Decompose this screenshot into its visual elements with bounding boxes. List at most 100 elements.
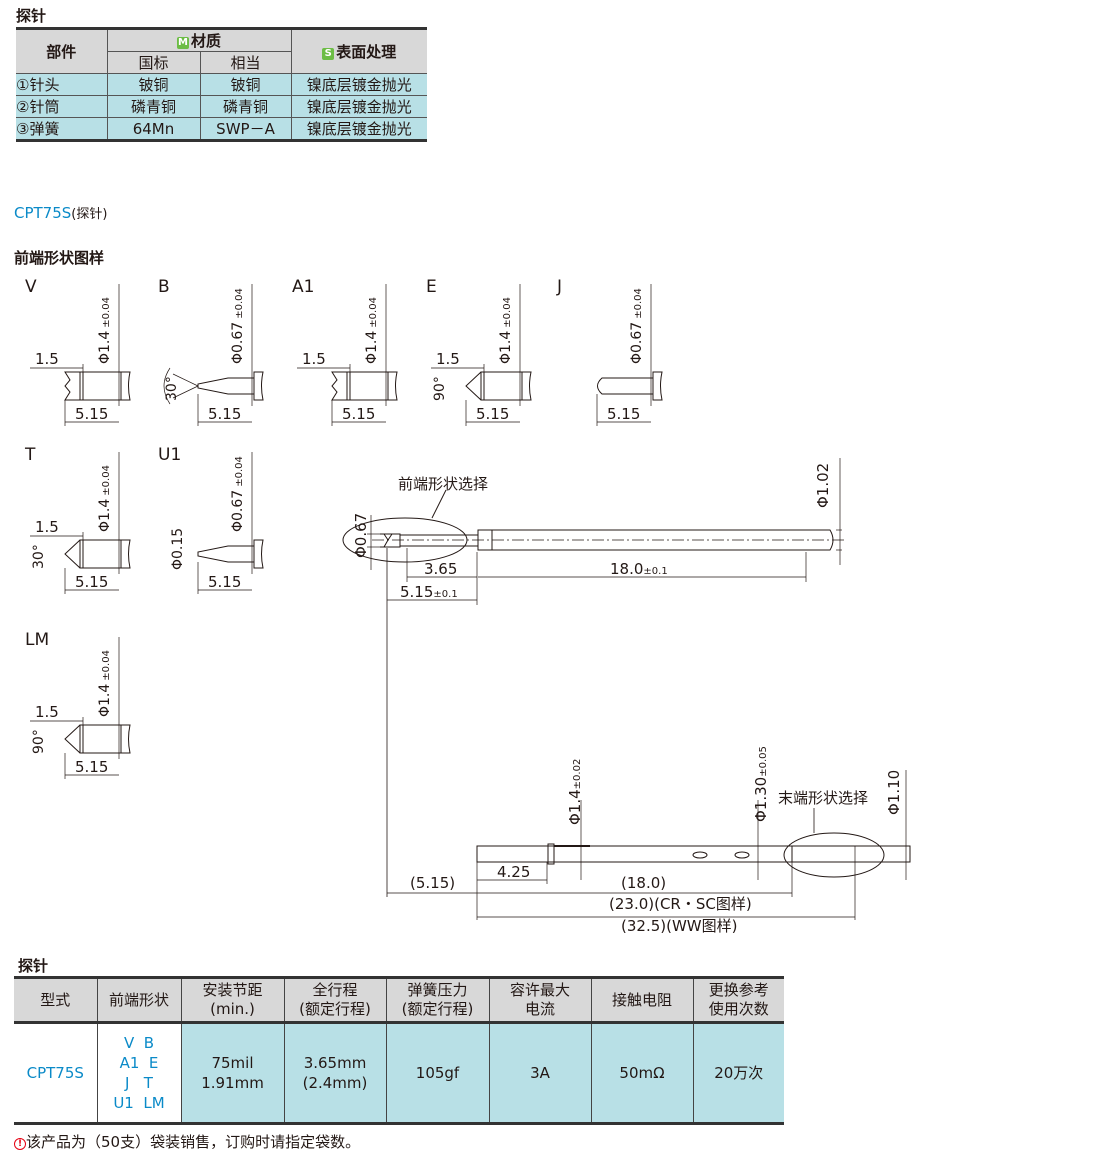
note-text: 该产品为（50支）袋装销售，订购时请指定袋数。 [26, 1133, 361, 1151]
table-row: ②针筒 磷青铜 磷青铜 镍底层镀金抛光 [16, 95, 428, 118]
tip-diameter: Φ0.67±0.04 [230, 288, 246, 364]
dim-socket-d2: Φ1.30±0.05 [752, 746, 770, 822]
cell-model: CPT75S [14, 1022, 97, 1124]
model-suffix: (探针) [71, 207, 108, 222]
tip-depth: 1.5 [302, 350, 326, 368]
tip-v: VΦ1.4±0.045.151.5 [25, 277, 131, 426]
tip-length: 5.15 [476, 405, 509, 423]
end-select-ellipse [783, 832, 885, 878]
tip-length: 5.15 [342, 405, 375, 423]
model-code: CPT75S [14, 204, 72, 222]
tip-label: LM [25, 630, 49, 650]
dim-425: 4.25 [497, 863, 530, 881]
header-national: 国标 [107, 51, 201, 74]
dim-s515: (5.15) [410, 874, 455, 892]
hole [692, 851, 708, 859]
tip-label: J [556, 277, 562, 297]
tip-diameter: Φ1.4±0.04 [498, 297, 514, 364]
head-stub [120, 539, 131, 569]
tip-body [346, 371, 389, 401]
model-heading: CPT75S(探针) [14, 203, 107, 222]
tip-length: 5.15 [208, 405, 241, 423]
dim-socket-d1: Φ1.4±0.02 [566, 759, 584, 825]
tip-length: 5.15 [75, 405, 108, 423]
spec-header: 全行程(额定行程) [283, 977, 386, 1024]
header-part: 部件 [16, 28, 108, 74]
cell-life: 20万次 [692, 1022, 784, 1124]
cell-stroke: 3.65mm(2.4mm) [283, 1022, 386, 1124]
tip-t: TΦ1.4±0.045.151.530° [24, 445, 131, 594]
head-stub [253, 539, 264, 569]
tip-notch [331, 371, 347, 401]
table-row: ③弹簧 64Mn SWP－A 镍底层镀金抛光 [16, 117, 428, 141]
tip-angle: 90° [31, 729, 47, 754]
cell-current: 3A [488, 1022, 591, 1124]
dim-s325: (32.5)(WW图样) [621, 917, 737, 935]
tip-head [380, 533, 401, 548]
tip-diameter: Φ1.4±0.04 [97, 297, 113, 364]
spec-header: 安装节距(min.) [180, 977, 284, 1024]
cell-equivalent: 铍铜 [199, 73, 292, 96]
head-stub [521, 371, 532, 401]
tip-diameter: Φ1.4±0.04 [97, 650, 113, 717]
material-badge: M [177, 37, 189, 49]
tip-length: 5.15 [75, 573, 108, 591]
tip-body [79, 371, 122, 401]
section-title: 探针 [16, 7, 47, 25]
tip-diameter: Φ1.4±0.04 [97, 465, 113, 532]
tip-diameter: Φ0.67±0.04 [230, 456, 246, 532]
head-stub [120, 724, 131, 754]
socket-collar [547, 843, 555, 865]
dim-s23: (23.0)(CR・SC图样) [609, 895, 752, 913]
tip-small-diameter: Φ0.15 [170, 528, 186, 570]
cell-part: ③弹簧 [16, 117, 108, 141]
spec-header: 接触电阻 [590, 977, 693, 1024]
cell-part: ②针筒 [16, 95, 108, 118]
cell-national: 64Mn [106, 117, 201, 141]
header-material-label: 材质 [191, 32, 222, 50]
cell-surface: 镍底层镀金抛光 [290, 73, 428, 96]
cell-resistance: 50mΩ [590, 1022, 693, 1124]
tip-angle: 90° [432, 376, 448, 401]
socket-body [476, 845, 911, 863]
spec-header: 容许最大电流 [488, 977, 591, 1024]
spec-header: 前端形状 [96, 977, 181, 1024]
tip-angle: 30° [31, 544, 47, 569]
head-stub [387, 371, 398, 401]
spec-header: 更换参考使用次数 [692, 977, 784, 1024]
spec-section-title: 探针 [18, 957, 49, 975]
tip-body [79, 539, 122, 569]
tip-angle: 30° [164, 376, 180, 401]
front-select-label: 前端形状选择 [398, 475, 488, 493]
tip-cone [64, 724, 81, 754]
cell-part: ①针头 [16, 73, 108, 96]
header-surface-label: 表面处理 [336, 43, 397, 61]
spec-table: 型式前端形状安装节距(min.)全行程(额定行程)弹簧压力(额定行程)容许最大电… [14, 976, 784, 1125]
head-stub [652, 371, 663, 401]
tip-length: 5.15 [208, 573, 241, 591]
dim-18: 18.0±0.1 [610, 560, 668, 578]
tip-drawings: VΦ1.4±0.045.151.5BΦ0.67±0.045.1530°A1Φ1.… [24, 277, 663, 779]
end-select-label: 末端形状选择 [778, 789, 868, 807]
tip-diameter: Φ0.67±0.04 [629, 288, 645, 364]
spec-header: 弹簧压力(额定行程) [385, 977, 489, 1024]
tip-body [79, 724, 122, 754]
tip-label: T [24, 445, 36, 465]
head-stub [120, 371, 131, 401]
surface-badge: S [322, 48, 335, 60]
cell-national: 磷青铜 [106, 95, 201, 118]
tip-length: 5.15 [607, 405, 640, 423]
dim-socket-d3: Φ1.10 [885, 770, 903, 815]
tip-label: V [25, 277, 37, 297]
technical-drawing: VΦ1.4±0.045.151.5BΦ0.67±0.045.1530°A1Φ1.… [24, 277, 911, 935]
head-stub [253, 371, 264, 401]
